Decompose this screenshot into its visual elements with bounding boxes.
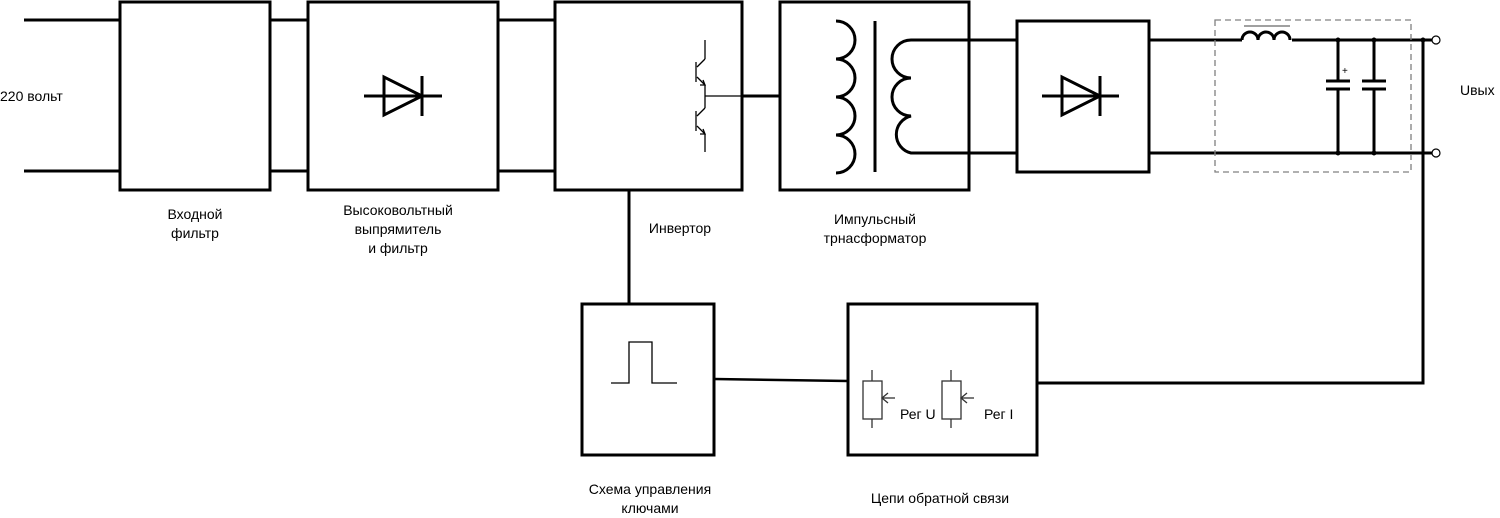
diode-icon xyxy=(1042,74,1119,118)
output-voltage-label: Uвых xyxy=(1460,82,1495,98)
pulse-icon xyxy=(611,341,677,384)
junction-dots xyxy=(1335,37,1426,156)
input-voltage-label: 220 вольт xyxy=(0,88,63,104)
wire-control-feedback xyxy=(713,377,849,383)
regulator-u-label: Рег U xyxy=(900,406,936,422)
label-inverter: Инвертор xyxy=(630,219,730,238)
label-input-filter: Входной фильтр xyxy=(135,205,255,243)
label-line: трнасформатор xyxy=(823,230,927,246)
wire-feedback-output xyxy=(1037,40,1425,385)
label-line: и фильтр xyxy=(368,240,428,256)
block-input-filter xyxy=(118,0,272,192)
block-output-rectifier xyxy=(1015,19,1151,174)
output-filter-box xyxy=(1214,19,1412,173)
label-line: Входной xyxy=(167,206,223,222)
label-line: выпрямитель xyxy=(354,221,442,237)
label-hv-rectifier: Высоковольтный выпрямитель и фильтр xyxy=(323,201,473,258)
label-line: Цепи обратной связи xyxy=(870,490,1010,506)
block-pulse-transformer xyxy=(778,0,971,192)
label-line: ключами xyxy=(621,500,679,516)
inductor-icon xyxy=(1240,30,1292,41)
block-feedback-circuit xyxy=(846,302,1039,457)
output-terminal-bottom xyxy=(1431,148,1441,158)
label-line: Схема управления xyxy=(588,481,712,497)
transistor-icon xyxy=(695,40,742,152)
label-pulse-transformer: Импульсный трнасформатор xyxy=(800,210,950,248)
label-line: Импульсный xyxy=(833,211,917,227)
block-control-circuit xyxy=(580,302,716,457)
capacitor-icon xyxy=(1326,40,1350,153)
output-terminal-top xyxy=(1431,35,1441,45)
transformer-icon xyxy=(835,19,969,175)
label-feedback-circuit: Цепи обратной связи xyxy=(840,489,1040,508)
regulator-i-label: Рег I xyxy=(984,406,1014,422)
block-hv-rectifier xyxy=(306,0,500,192)
label-line: Инвертор xyxy=(648,220,712,236)
diode-icon xyxy=(364,74,442,118)
label-line: Высоковольтный xyxy=(343,202,453,218)
capacitor-icon xyxy=(1362,40,1386,153)
capacitor-polarity-mark: + xyxy=(1342,66,1348,77)
label-control-circuit: Схема управления ключами xyxy=(550,480,750,518)
potentiometer-icon xyxy=(862,370,895,428)
potentiometer-icon xyxy=(941,370,974,428)
label-line: фильтр xyxy=(171,225,219,241)
